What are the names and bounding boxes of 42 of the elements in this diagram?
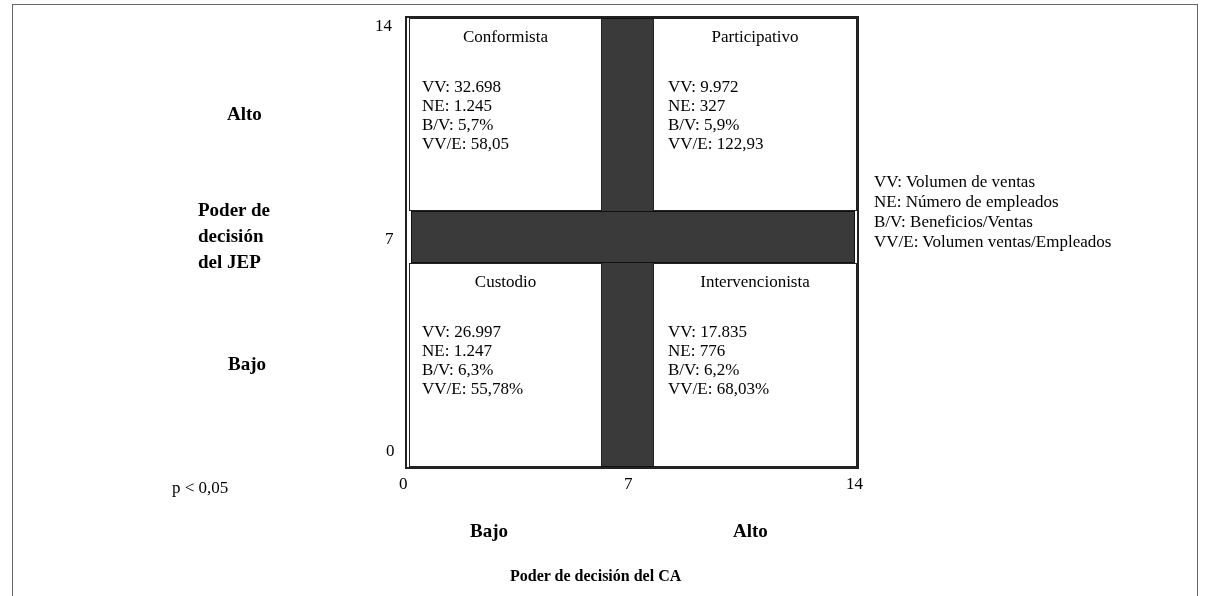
metric-text: B/V: 6,3%	[422, 360, 494, 379]
axis-tick: 0	[399, 474, 408, 494]
metric-text: VV/E: 122,93	[668, 134, 764, 153]
metric-text: VV/E: 68,03%	[668, 379, 770, 398]
significance-note: p < 0,05	[172, 478, 229, 498]
metric-text: VV: 9.972	[668, 77, 739, 96]
axis-title: Poder de decisión del JEP	[198, 198, 271, 274]
metric-text: NE: 1.247	[422, 341, 492, 360]
quadrant-box	[653, 18, 857, 211]
metric-text: VV: 17.835	[668, 322, 747, 341]
metric-text: B/V: 6,2%	[668, 360, 740, 379]
quadrant-title: Custodio	[473, 272, 538, 292]
abbreviation-note: B/V: Beneficios/Ventas	[874, 212, 1033, 232]
axis-level-label: Alto	[227, 104, 262, 124]
quadrant-title: Participativo	[710, 27, 800, 47]
metric-text: VV: 26.997	[422, 322, 501, 341]
axis-level-label: Bajo	[470, 521, 508, 541]
abbreviation-note: VV/E: Volumen ventas/Empleados	[874, 232, 1112, 252]
axis-tick: 14	[375, 16, 392, 36]
horizontal-divider-bar	[411, 211, 855, 263]
metric-text: B/V: 5,9%	[668, 115, 740, 134]
metric-text: VV/E: 55,78%	[422, 379, 524, 398]
axis-tick: 7	[385, 229, 394, 249]
axis-tick: 0	[386, 441, 395, 461]
abbreviation-note: VV: Volumen de ventas	[874, 172, 1035, 192]
quadrant-title: Conformista	[462, 27, 549, 47]
axis-level-label: Bajo	[228, 354, 266, 374]
metric-text: B/V: 5,7%	[422, 115, 494, 134]
metric-text: NE: 327	[668, 96, 726, 115]
axis-tick: 14	[846, 474, 863, 494]
quadrant-box	[409, 18, 602, 211]
metric-text: VV: 32.698	[422, 77, 501, 96]
abbreviation-note: NE: Número de empleados	[874, 192, 1059, 212]
axis-title: Poder de decisión del CA	[510, 566, 682, 586]
metric-text: VV/E: 58,05	[422, 134, 509, 153]
quadrant-box	[409, 263, 602, 467]
metric-text: NE: 776	[668, 341, 726, 360]
axis-tick: 7	[624, 474, 633, 494]
quadrant-title: Intervencionista	[699, 272, 811, 292]
quadrant-box	[653, 263, 857, 467]
metric-text: NE: 1.245	[422, 96, 492, 115]
axis-level-label: Alto	[733, 521, 768, 541]
